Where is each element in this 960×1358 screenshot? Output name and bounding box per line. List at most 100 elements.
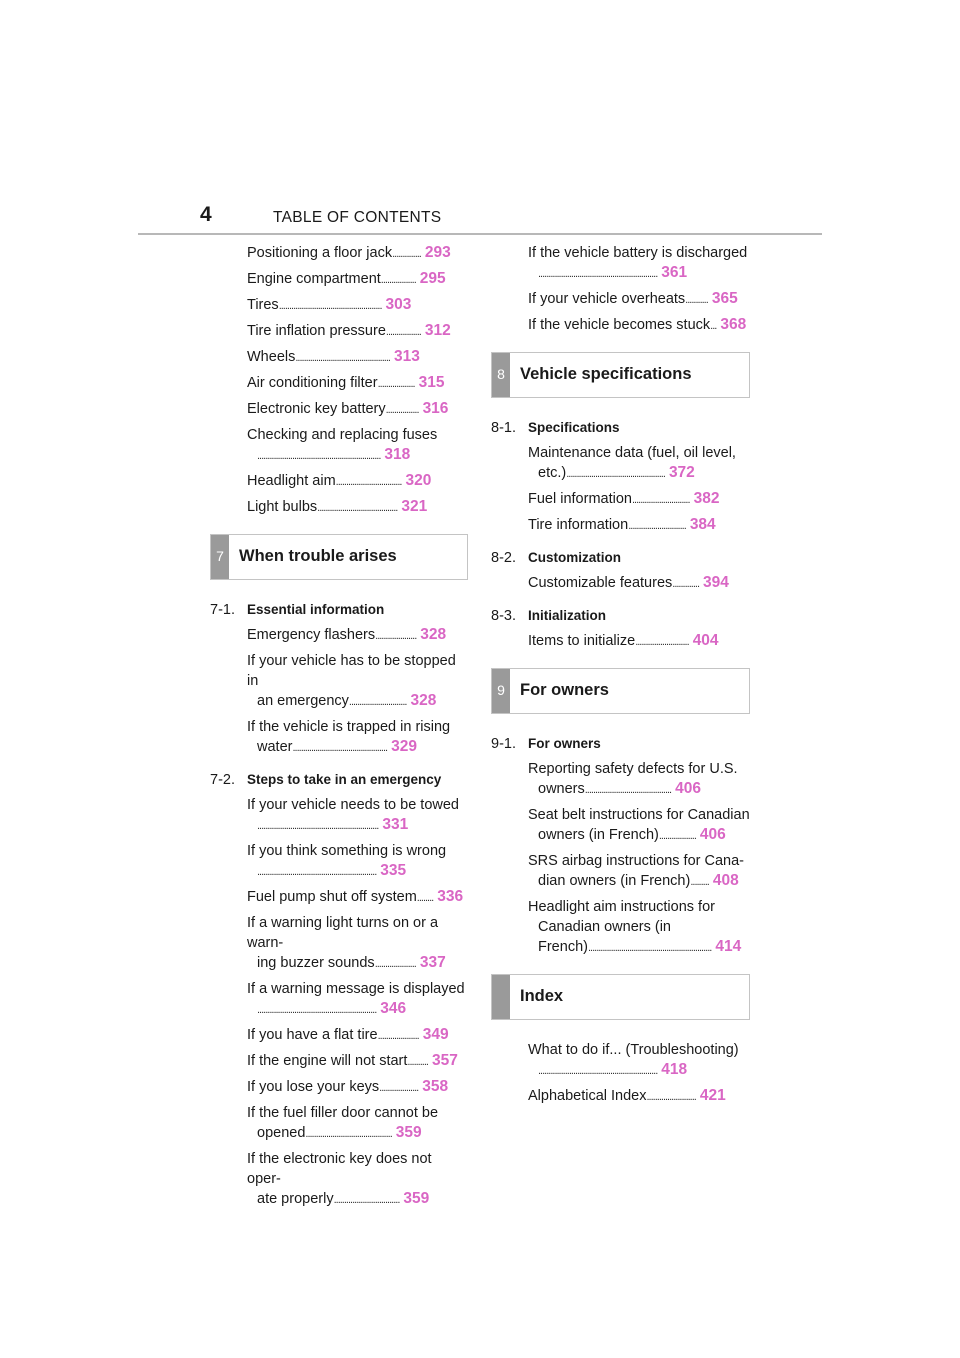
page-ref[interactable]: 372	[668, 464, 695, 481]
toc-entry[interactable]: If a warning message is displayed.......…	[210, 979, 468, 1020]
toc-entry[interactable]: Emergency flashers.................... 3…	[210, 625, 468, 646]
toc-entry[interactable]: Light bulbs.............................…	[210, 497, 468, 518]
dot-leader: ..................	[658, 830, 697, 842]
page-ref[interactable]: 320	[405, 472, 432, 489]
chapter-7-heading[interactable]: 7 When trouble arises	[210, 534, 468, 580]
toc-entry[interactable]: If you have a flat tire.................…	[210, 1025, 468, 1046]
page-ref[interactable]: 318	[384, 446, 411, 463]
dot-leader: .................	[385, 326, 422, 338]
page-ref[interactable]: 368	[720, 316, 747, 333]
toc-entry[interactable]: Maintenance data (fuel, oil level,etc.).…	[491, 443, 750, 484]
page-ref[interactable]: 408	[712, 872, 739, 889]
toc-entry[interactable]: SRS airbag instructions for Cana-dian ow…	[491, 851, 750, 892]
page-ref[interactable]: 357	[432, 1052, 458, 1069]
page-ref[interactable]: 358	[422, 1078, 449, 1095]
toc-entry[interactable]: If your vehicle overheats........... 365	[491, 289, 750, 310]
page-ref[interactable]: 295	[419, 270, 446, 287]
dot-leader: ............................	[348, 696, 408, 708]
page-ref[interactable]: 349	[422, 1026, 449, 1043]
toc-entry[interactable]: If the vehicle battery is discharged....…	[491, 243, 750, 284]
page-ref[interactable]: 329	[391, 738, 417, 755]
page-ref[interactable]: 406	[675, 780, 702, 797]
page-ref[interactable]: 359	[403, 1190, 430, 1207]
page-ref[interactable]: 336	[437, 888, 464, 905]
entry-title: If the vehicle is trapped in rising	[247, 719, 451, 735]
page-ref[interactable]: 359	[395, 1124, 422, 1141]
toc-entry[interactable]: Electronic key battery................ 3…	[210, 399, 468, 420]
section-label: Customization	[528, 550, 621, 565]
page-ref[interactable]: 303	[385, 296, 412, 313]
page-ref[interactable]: 361	[661, 264, 688, 281]
dot-leader: ........................................…	[295, 352, 391, 364]
toc-entry[interactable]: If a warning light turns on or a warn-in…	[210, 913, 468, 974]
toc-entry[interactable]: Tire inflation pressure.................…	[210, 321, 468, 342]
page-ref[interactable]: 328	[420, 626, 447, 643]
entry-continuation-text: an emergency	[257, 693, 349, 709]
toc-entry[interactable]: Positioning a floor jack.............. 2…	[210, 243, 468, 264]
page-ref[interactable]: 394	[703, 574, 729, 591]
entry-continuation: ........................................…	[247, 815, 468, 836]
page-ref[interactable]: 421	[699, 1087, 726, 1104]
page-ref[interactable]: 414	[715, 938, 742, 955]
toc-entry[interactable]: Engine compartment................. 295	[210, 269, 468, 290]
page-ref[interactable]: 346	[380, 1000, 407, 1017]
dot-leader: .................	[380, 274, 417, 286]
page-ref[interactable]: 384	[689, 516, 716, 533]
toc-entry[interactable]: Fuel information........................…	[491, 489, 750, 510]
page-ref[interactable]: 404	[692, 632, 719, 649]
entry-list: Emergency flashers.................... 3…	[210, 625, 468, 758]
entry-title: Tire inflation pressure	[247, 323, 386, 339]
page-ref[interactable]: 335	[380, 862, 407, 879]
page-ref[interactable]: 316	[422, 400, 449, 417]
page-ref[interactable]: 382	[693, 490, 720, 507]
toc-entry[interactable]: Reporting safety defects for U.S.owners.…	[491, 759, 750, 800]
toc-entry[interactable]: Items to initialize.....................…	[491, 631, 750, 652]
toc-entry[interactable]: Alphabetical Index......................…	[491, 1086, 750, 1107]
page-ref[interactable]: 418	[661, 1061, 688, 1078]
toc-entry[interactable]: Tire information........................…	[491, 515, 750, 536]
toc-entry[interactable]: If the electronic key does not oper-ate …	[210, 1149, 468, 1210]
entry-title: Tire information	[528, 517, 629, 533]
entry-continuation-text: opened	[257, 1125, 306, 1141]
page-number: 4	[200, 203, 212, 226]
toc-entry[interactable]: Checking and replacing fuses............…	[210, 425, 468, 466]
toc-entry[interactable]: Air conditioning filter.................…	[210, 373, 468, 394]
dot-leader: ...................	[379, 1082, 419, 1094]
toc-entry[interactable]: If the vehicle becomes stuck... 368	[491, 315, 750, 336]
chapter-8-heading[interactable]: 8 Vehicle specifications	[491, 352, 750, 398]
page-ref[interactable]: 321	[401, 498, 428, 515]
page-ref[interactable]: 337	[419, 954, 446, 971]
page-ref[interactable]: 406	[699, 826, 726, 843]
toc-entry[interactable]: What to do if... (Troubleshooting)......…	[491, 1040, 750, 1081]
page-ref[interactable]: 331	[382, 816, 409, 833]
toc-entry[interactable]: Tires...................................…	[210, 295, 468, 316]
index-heading[interactable]: Index	[491, 974, 750, 1020]
toc-entry[interactable]: Wheels..................................…	[210, 347, 468, 368]
chapter-9-heading[interactable]: 9 For owners	[491, 668, 750, 714]
page-ref[interactable]: 313	[393, 348, 420, 365]
page-ref[interactable]: 328	[410, 692, 437, 709]
toc-entry[interactable]: If your vehicle needs to be towed.......…	[210, 795, 468, 836]
page-ref[interactable]: 312	[424, 322, 451, 339]
section-7-2: 7-2.Steps to take in an emergency	[210, 770, 468, 790]
toc-entry[interactable]: If you lose your keys...................…	[210, 1077, 468, 1098]
dot-leader: ........................................…	[292, 742, 388, 754]
toc-entry[interactable]: Fuel pump shut off system........ 336	[210, 887, 468, 908]
entry-title: If the fuel filler door cannot be	[247, 1105, 439, 1121]
page-ref[interactable]: 365	[711, 290, 738, 307]
chapter-tab: 7	[211, 535, 229, 579]
entry-title: What to do if... (Troubleshooting)	[528, 1042, 739, 1058]
dot-leader: ........	[416, 892, 434, 904]
toc-entry[interactable]: If you think something is wrong.........…	[210, 841, 468, 882]
page-ref[interactable]: 315	[418, 374, 445, 391]
toc-entry[interactable]: Headlight aim...........................…	[210, 471, 468, 492]
entry-title: Customizable features	[528, 575, 673, 591]
toc-entry[interactable]: If the engine will not start.......... 3…	[210, 1051, 468, 1072]
page-ref[interactable]: 293	[424, 244, 451, 261]
toc-entry[interactable]: Customizable features............. 394	[491, 573, 750, 594]
